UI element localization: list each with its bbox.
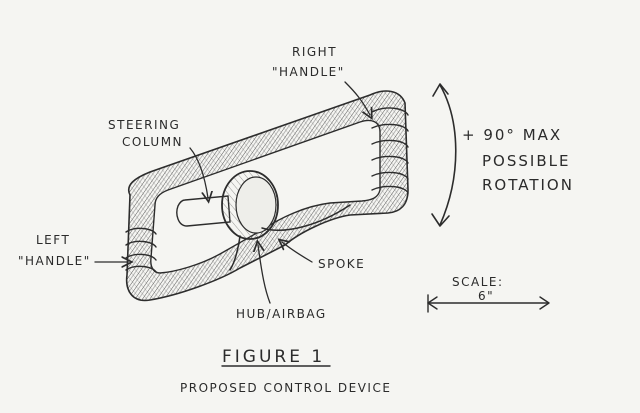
steering-column xyxy=(176,195,231,227)
steering-column-label-1: STEERING xyxy=(108,118,180,132)
right-handle-label-2: "HANDLE" xyxy=(272,65,345,79)
hub-airbag xyxy=(221,170,279,240)
right-handle-grip xyxy=(371,107,409,194)
right-handle-label-1: RIGHT xyxy=(292,45,337,59)
scale-label: SCALE: xyxy=(452,275,504,289)
figure-title: FIGURE 1 xyxy=(222,347,325,367)
hub-airbag-label: HUB/AIRBAG xyxy=(236,307,327,321)
steering-column-label-2: COLUMN xyxy=(122,135,183,149)
spoke xyxy=(229,204,351,271)
rotation-label-2: POSSIBLE xyxy=(482,152,570,170)
scale-value: 6" xyxy=(478,289,494,303)
scale-bar xyxy=(427,294,550,313)
left-handle-label-2: "HANDLE" xyxy=(18,254,91,268)
left-handle-label-1: LEFT xyxy=(36,233,70,247)
figure-caption: PROPOSED CONTROL DEVICE xyxy=(180,381,391,395)
leader-lines xyxy=(94,81,370,304)
rotation-label-3: ROTATION xyxy=(482,176,574,194)
rotation-label-1: + 90° MAX xyxy=(462,126,562,144)
spoke-label: SPOKE xyxy=(318,257,365,271)
rotation-arc-arrow xyxy=(431,83,457,227)
